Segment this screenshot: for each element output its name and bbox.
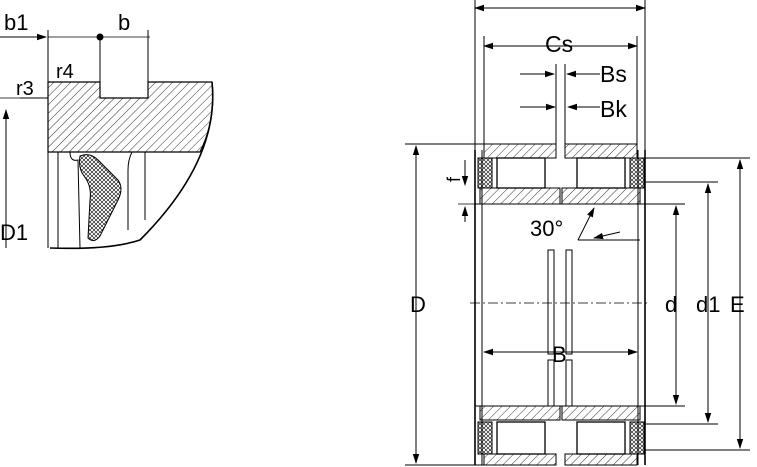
outer-ring-section	[47, 81, 214, 153]
label-B: B	[552, 342, 567, 367]
label-E: E	[730, 292, 745, 317]
roller-top-right	[576, 157, 626, 189]
seal-element	[79, 154, 122, 242]
label-d: d	[665, 292, 677, 317]
break-line	[49, 81, 214, 250]
label-angle: 30°	[530, 216, 563, 241]
seal-detail-view: b1 b r4 r3 D1	[0, 10, 214, 250]
label-Cs: Cs	[545, 31, 573, 57]
roller-bottom-left	[496, 421, 546, 455]
dimension-point	[96, 33, 104, 41]
label-r3: r3	[16, 78, 34, 100]
roller-bottom-right	[576, 421, 626, 455]
label-d1: d1	[696, 292, 720, 317]
outer-ring-bottom-right	[564, 453, 638, 466]
label-D: D	[410, 292, 426, 317]
outer-ring-top-left	[483, 143, 557, 159]
label-b1: b1	[4, 10, 28, 35]
inner-ring-bottom-left	[479, 405, 561, 421]
outer-ring-top-right	[564, 143, 638, 159]
label-r4: r4	[56, 61, 74, 83]
inner-ring-bottom-right	[561, 405, 641, 421]
label-D1: D1	[0, 220, 28, 245]
label-Bk: Bk	[600, 96, 627, 122]
roller-top-left	[496, 157, 546, 189]
label-b: b	[118, 10, 130, 35]
label-f: f	[444, 176, 464, 182]
label-Bs: Bs	[600, 61, 627, 87]
outer-ring-bottom-left	[483, 453, 557, 466]
inner-ring-top-left	[479, 187, 561, 205]
bearing-cross-section-view: Cs Bs Bk f 30° D d d1 E B	[405, 0, 750, 466]
inner-ring-top-right	[561, 187, 641, 205]
